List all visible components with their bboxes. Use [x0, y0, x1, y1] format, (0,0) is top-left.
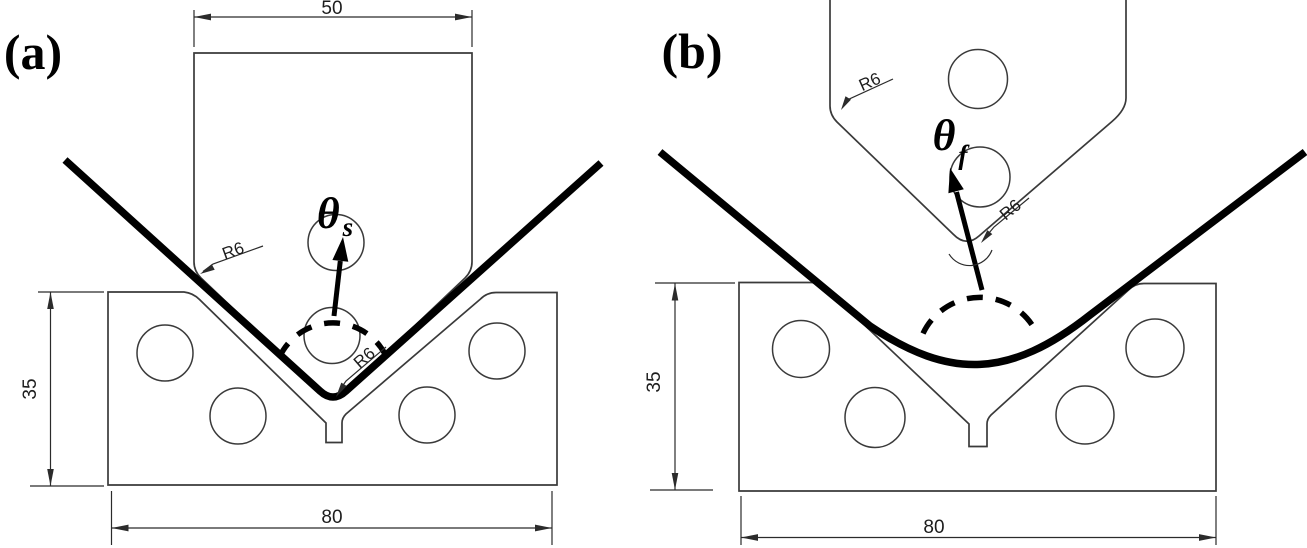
bolt-hole-circle	[136, 324, 194, 382]
extension-lines	[30, 291, 104, 487]
dim-arrowhead-left	[194, 13, 211, 21]
leader-arrowhead	[336, 382, 347, 397]
die-outline	[738, 281, 1217, 492]
tip-radius-arc	[948, 249, 993, 267]
punch-hole-circle	[947, 48, 1009, 110]
dimension-value: 50	[321, 0, 342, 19]
dim-arrowhead-top	[47, 292, 54, 309]
bend-angle-arrow-head	[948, 168, 964, 194]
dimension-value: 35	[20, 378, 41, 399]
sheet-metal-springback	[657, 149, 1307, 369]
punch-hole-circle	[307, 213, 365, 272]
dimension-die-width: 80	[740, 496, 1217, 545]
punch-hole-circle	[303, 306, 361, 365]
bolt-hole-circle	[398, 386, 456, 444]
dim-arrowhead-right	[1199, 534, 1216, 541]
extension-lines	[650, 282, 735, 491]
bolt-hole-circle	[771, 319, 831, 379]
dim-arrowhead-left	[741, 534, 758, 541]
extension-lines	[193, 10, 473, 47]
panel-b-label: (b)	[661, 23, 722, 79]
dimension-value: 80	[321, 507, 342, 528]
dim-arrowhead-top	[671, 283, 679, 301]
extension-lines	[110, 491, 553, 545]
leader-line	[988, 197, 1030, 234]
bolt-hole-circle	[1125, 318, 1185, 378]
dim-arrowhead-bottom	[671, 473, 679, 490]
bend-angle-arrow-head	[332, 237, 349, 262]
dim-arrowhead-right	[535, 524, 552, 532]
dimension-value: 35	[644, 371, 665, 392]
panel-a-label: (a)	[4, 24, 62, 80]
dim-arrowhead-right	[455, 13, 472, 21]
leader-arrowhead	[200, 264, 215, 274]
leader-arrowhead	[841, 96, 851, 110]
bend-angle-dashed-arc	[277, 320, 389, 359]
dim-arrowhead-bottom	[47, 469, 54, 486]
bolt-hole-circle	[1055, 385, 1115, 445]
bend-angle-dashed-arc	[920, 294, 1040, 335]
bolt-hole-circle	[468, 322, 526, 380]
extension-lines	[740, 496, 1217, 545]
sheet-metal-bent	[62, 157, 604, 401]
bolt-hole-circle	[844, 386, 906, 449]
leader-arrowhead	[981, 230, 993, 243]
dim-arrowhead-left	[111, 524, 129, 532]
bolt-hole-circle	[209, 387, 267, 445]
dimension-die-width: 80	[110, 491, 553, 545]
dimension-punch-width: 50	[193, 0, 473, 47]
dimension-die-height: 35	[20, 291, 104, 487]
dimension-die-height: 35	[644, 282, 735, 491]
punch-outline	[829, 0, 1127, 243]
dimension-value: 80	[923, 517, 944, 538]
bend-angle-arrow-shaft	[954, 191, 985, 291]
bend-angle-arrow-shaft	[331, 260, 343, 317]
